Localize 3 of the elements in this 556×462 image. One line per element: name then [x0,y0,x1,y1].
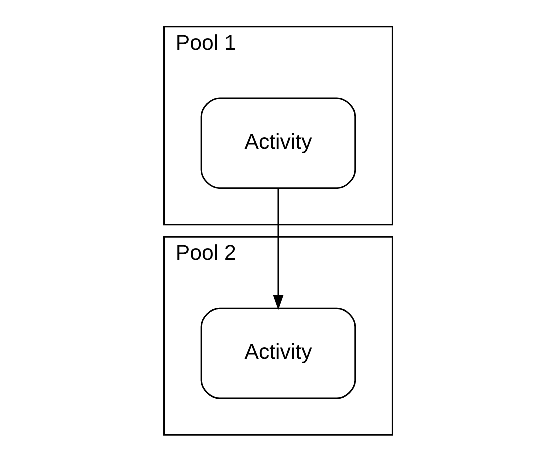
node-box: Activity [200,308,356,400]
arrow [272,188,284,310]
node-box: Activity [200,98,356,190]
